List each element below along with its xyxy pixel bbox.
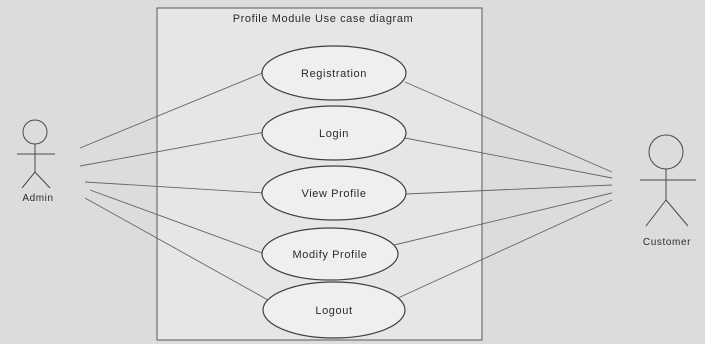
system-title: Profile Module Use case diagram <box>233 13 414 25</box>
usecase-logout[interactable]: Logout <box>262 281 406 339</box>
association-admin-modify-profile <box>89 189 266 255</box>
usecase-ellipse <box>261 227 399 281</box>
usecase-login[interactable]: Login <box>261 105 407 161</box>
usecase-ellipse <box>261 165 407 221</box>
association-customer-registration <box>404 81 613 173</box>
association-customer-modify-profile <box>389 192 613 247</box>
usecase-ellipse <box>261 45 407 101</box>
association-customer-view-profile <box>405 184 613 195</box>
actor-admin[interactable]: Admin <box>17 119 55 204</box>
usecase-label: Login <box>319 128 349 140</box>
admin-associations <box>79 71 269 301</box>
association-admin-login <box>79 131 266 167</box>
usecase-label: Modify Profile <box>292 249 367 261</box>
usecase-ellipse <box>262 281 406 339</box>
stick-figure-icon <box>17 119 55 189</box>
association-customer-login <box>404 137 613 179</box>
usecase-view-profile[interactable]: View Profile <box>261 165 407 221</box>
association-admin-logout <box>84 197 269 301</box>
actor-customer[interactable]: Customer <box>640 134 696 248</box>
association-admin-registration <box>79 71 266 149</box>
usecase-label: Registration <box>301 68 367 80</box>
association-admin-view-profile <box>84 181 266 194</box>
customer-associations <box>389 81 613 299</box>
usecase-label: View Profile <box>301 188 366 200</box>
usecase-registration[interactable]: Registration <box>261 45 407 101</box>
actor-label: Customer <box>643 237 691 248</box>
usecase-modify-profile[interactable]: Modify Profile <box>261 227 399 281</box>
stick-figure-icon <box>640 134 696 227</box>
actor-label: Admin <box>22 193 53 204</box>
usecase-ellipse <box>261 105 407 161</box>
usecase-label: Logout <box>315 305 352 317</box>
association-customer-logout <box>397 199 613 299</box>
